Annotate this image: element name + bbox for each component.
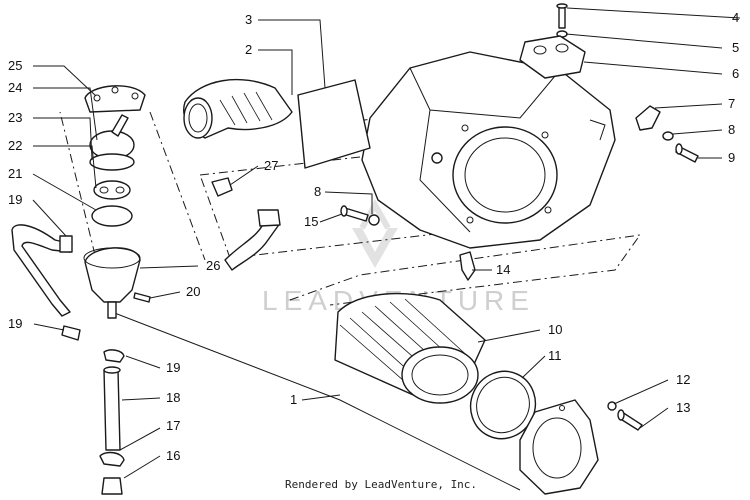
callout-11: 11: [548, 348, 562, 363]
callout-19-top: 19: [8, 192, 22, 207]
breather-hose: [211, 177, 281, 271]
callout-19-mid: 19: [8, 316, 22, 331]
callout-9: 9: [728, 150, 735, 165]
gasket-plate: [297, 79, 371, 169]
callout-16: 16: [166, 448, 180, 463]
housing-bolt: [340, 205, 380, 226]
drain-tube-assembly: [99, 349, 125, 495]
leader-lines: [32, 7, 741, 479]
callout-25: 25: [8, 58, 22, 73]
callout-24: 24: [8, 80, 22, 95]
callout-1: 1: [290, 392, 297, 407]
airbox-housing: [361, 51, 616, 249]
callout-3: 3: [245, 12, 252, 27]
callout-23: 23: [8, 110, 22, 125]
callout-8-right: 8: [728, 122, 735, 137]
callout-18: 18: [166, 390, 180, 405]
cover-fasteners: [607, 401, 643, 431]
intake-boot: [183, 78, 293, 139]
vent-tube: [11, 224, 73, 317]
callout-22: 22: [8, 138, 22, 153]
callout-12: 12: [676, 372, 690, 387]
assembly-bracket-line: [111, 311, 521, 491]
callout-21: 21: [8, 166, 22, 181]
footer-credit: Rendered by LeadVenture, Inc.: [285, 478, 477, 491]
callout-17: 17: [166, 418, 180, 433]
top-fasteners: [519, 3, 586, 79]
right-fasteners: [635, 105, 699, 163]
left-cap-assembly: [83, 85, 151, 319]
tube-clamp-upper: [59, 235, 73, 253]
callout-8-left: 8: [314, 184, 321, 199]
callout-20: 20: [186, 284, 200, 299]
filter-element: [334, 292, 486, 404]
callout-4: 4: [732, 10, 739, 25]
callout-19-bottom: 19: [166, 360, 180, 375]
callout-2: 2: [245, 42, 252, 57]
drain-fitting: [459, 251, 476, 281]
callout-27: 27: [264, 158, 278, 173]
callout-6: 6: [732, 66, 739, 81]
callout-26: 26: [206, 258, 220, 273]
filter-cover: [519, 399, 599, 495]
tube-clamp-lower: [61, 325, 81, 341]
callout-5: 5: [732, 40, 739, 55]
callout-13: 13: [676, 400, 690, 415]
callout-15: 15: [304, 214, 318, 229]
callout-14: 14: [496, 262, 510, 277]
callout-7: 7: [728, 96, 735, 111]
callout-10: 10: [548, 322, 562, 337]
